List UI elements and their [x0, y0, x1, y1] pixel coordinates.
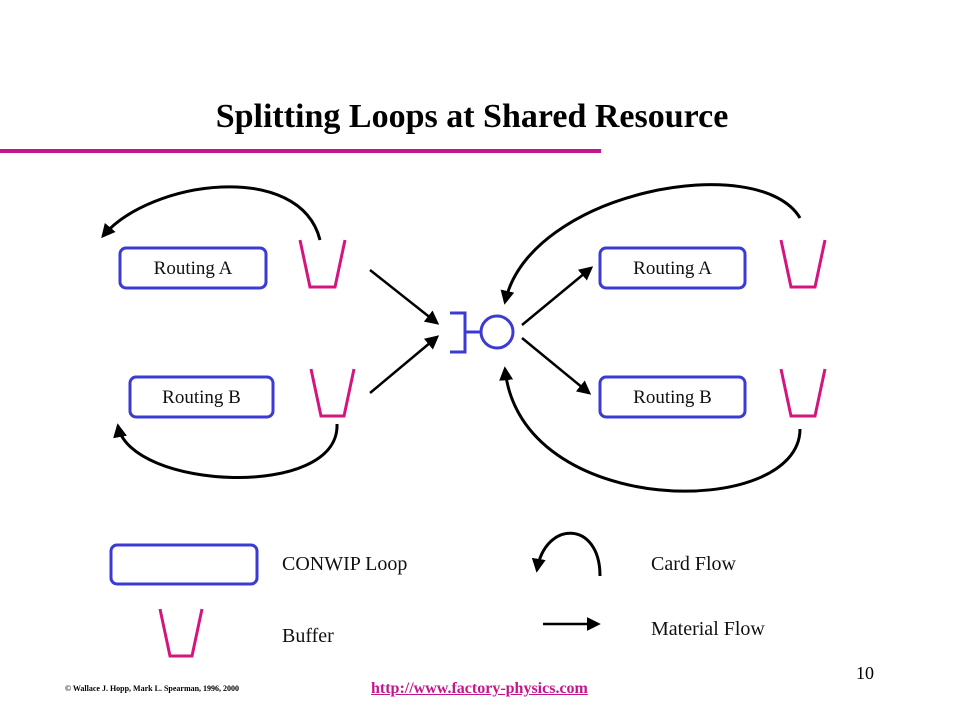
- shared-resource-machine: [479, 314, 515, 350]
- legend-conwip-loop-symbol: [109, 543, 259, 586]
- material-flow-a-out: [521, 266, 594, 326]
- right-buffer-b: [779, 368, 827, 418]
- right-routing-a-label: Routing A: [633, 258, 712, 279]
- material-flow-b-out: [521, 337, 592, 395]
- right-buffer-a: [779, 239, 827, 289]
- left-routing-a-box: [118, 246, 268, 290]
- legend-material-flow-label: Material Flow: [651, 618, 765, 640]
- right-routing-a-box: [598, 246, 747, 290]
- right-card-flow-b: [499, 366, 802, 493]
- slide-title: Splitting Loops at Shared Resource: [215, 98, 729, 135]
- left-routing-b-box: [128, 375, 275, 419]
- left-buffer-a: [298, 239, 347, 289]
- legend-buffer-symbol: [158, 608, 204, 658]
- website-link[interactable]: http://www.factory-physics.com: [371, 680, 588, 697]
- left-card-flow-b: [113, 423, 339, 480]
- left-card-flow-a: [101, 185, 322, 241]
- material-flow-a-in: [369, 269, 440, 325]
- right-card-flow-a: [500, 183, 802, 305]
- legend-conwip-loop-label: CONWIP Loop: [282, 553, 408, 575]
- left-buffer-b: [309, 368, 356, 418]
- shared-queue-bracket: [450, 311, 467, 354]
- left-routing-b-label: Routing B: [162, 387, 241, 408]
- title-underline: [0, 149, 601, 153]
- material-flow-b-in: [369, 335, 440, 394]
- left-routing-a-label: Routing A: [153, 258, 233, 279]
- right-routing-b-box: [598, 375, 747, 419]
- copyright-notice: © Wallace J. Hopp, Mark L. Spearman, 199…: [65, 684, 240, 693]
- page-number: 10: [856, 663, 874, 683]
- legend-card-flow-label: Card Flow: [651, 553, 736, 575]
- right-routing-b-label: Routing B: [633, 387, 712, 408]
- legend-buffer-label: Buffer: [282, 625, 334, 647]
- legend-card-flow-symbol: [531, 531, 602, 577]
